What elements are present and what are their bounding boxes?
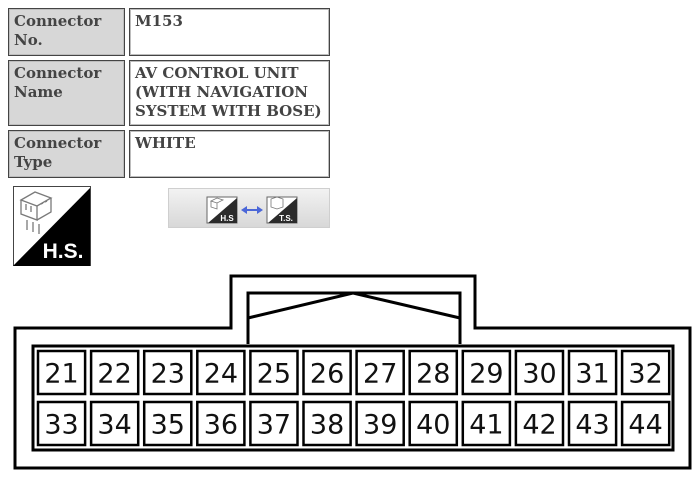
pin-cavity (355, 349, 405, 396)
pin-cavity (302, 349, 352, 396)
pin-cavity (408, 349, 459, 396)
hs-icon-label: H.S. (43, 240, 84, 263)
pin-cavity (89, 349, 140, 396)
connector-type-row: Connector Type WHITE (8, 130, 330, 178)
pin-cavity (142, 349, 193, 396)
pin-number-label: 41 (469, 410, 503, 441)
pin-cavity (408, 400, 459, 447)
pin-grid-frame (31, 344, 675, 452)
pin-number-label: 25 (257, 359, 291, 390)
pin-number-label: 44 (628, 410, 662, 441)
pin-number-label: 23 (151, 359, 185, 390)
pin-cells: 21 22 23 24 25 26 27 28 29 30 31 32 33 34 35 36 37 38 39 40… (36, 349, 671, 447)
pin-number-label: 37 (257, 410, 291, 441)
pin-cavity (89, 400, 140, 447)
pin-number-label: 28 (416, 359, 450, 390)
pin-number-label: 42 (522, 410, 556, 441)
pin-number-label: 36 (204, 410, 238, 441)
pin-cavity (355, 400, 405, 447)
pin-number-label: 27 (363, 359, 397, 390)
connector-type-label: Connector Type (8, 130, 125, 178)
hs-mini-icon: H.S (206, 196, 238, 224)
pin-cavity (461, 400, 512, 447)
connector-sketch-icon (19, 191, 53, 234)
pin-cavity (196, 349, 246, 396)
pin-number-label: 40 (416, 410, 450, 441)
connector-name-row: Connector Name AV CONTROL UNIT (WITH NAV… (8, 60, 330, 126)
hs-ts-toggle-button[interactable]: H.S T.S. (168, 188, 330, 228)
pin-number-label: 24 (204, 359, 238, 390)
pin-cavity (620, 349, 671, 396)
pin-cavity (249, 349, 299, 396)
swap-arrow-icon (241, 206, 263, 214)
harness-side-icon: H.S. (13, 186, 91, 266)
pin-cavity (567, 400, 618, 447)
connector-number-label: Connector No. (8, 8, 125, 56)
pin-number-label: 22 (97, 359, 131, 390)
connector-name-value: AV CONTROL UNIT (WITH NAVIGATION SYSTEM … (129, 60, 330, 126)
pin-cavity (620, 400, 671, 447)
connector-number-row: Connector No. M153 (8, 8, 330, 56)
pin-cavity (196, 400, 246, 447)
pin-cavity (461, 349, 512, 396)
ts-mini-label: T.S. (279, 214, 293, 223)
connector-name-label: Connector Name (8, 60, 125, 126)
connector-lock-tab (246, 291, 462, 344)
pin-number-label: 31 (575, 359, 609, 390)
pin-cavity (142, 400, 193, 447)
pin-number-label: 26 (310, 359, 344, 390)
pin-cavity (514, 400, 565, 447)
pin-cavity (36, 400, 87, 447)
pin-cavity (567, 349, 618, 396)
pin-cavity (249, 400, 299, 447)
pin-number-label: 30 (522, 359, 556, 390)
connector-face-diagram: 21 22 23 24 25 26 27 28 29 30 31 32 33 34 35 36 37 38 39 40… (0, 266, 700, 478)
pin-number-label: 39 (363, 410, 397, 441)
ts-mini-icon: T.S. (266, 196, 298, 224)
pin-number-label: 43 (575, 410, 609, 441)
pin-cavity (302, 400, 352, 447)
pin-number-label: 35 (151, 410, 185, 441)
pin-cavity (514, 349, 565, 396)
pin-number-label: 32 (628, 359, 662, 390)
pin-number-label: 33 (44, 410, 78, 441)
pin-number-label: 29 (469, 359, 503, 390)
pin-cavity (36, 349, 87, 396)
connector-number-value: M153 (129, 8, 330, 56)
pin-number-label: 38 (310, 410, 344, 441)
pin-number-label: 21 (44, 359, 78, 390)
pin-number-label: 34 (97, 410, 131, 441)
connector-type-value: WHITE (129, 130, 330, 178)
hs-mini-label: H.S (220, 214, 234, 223)
